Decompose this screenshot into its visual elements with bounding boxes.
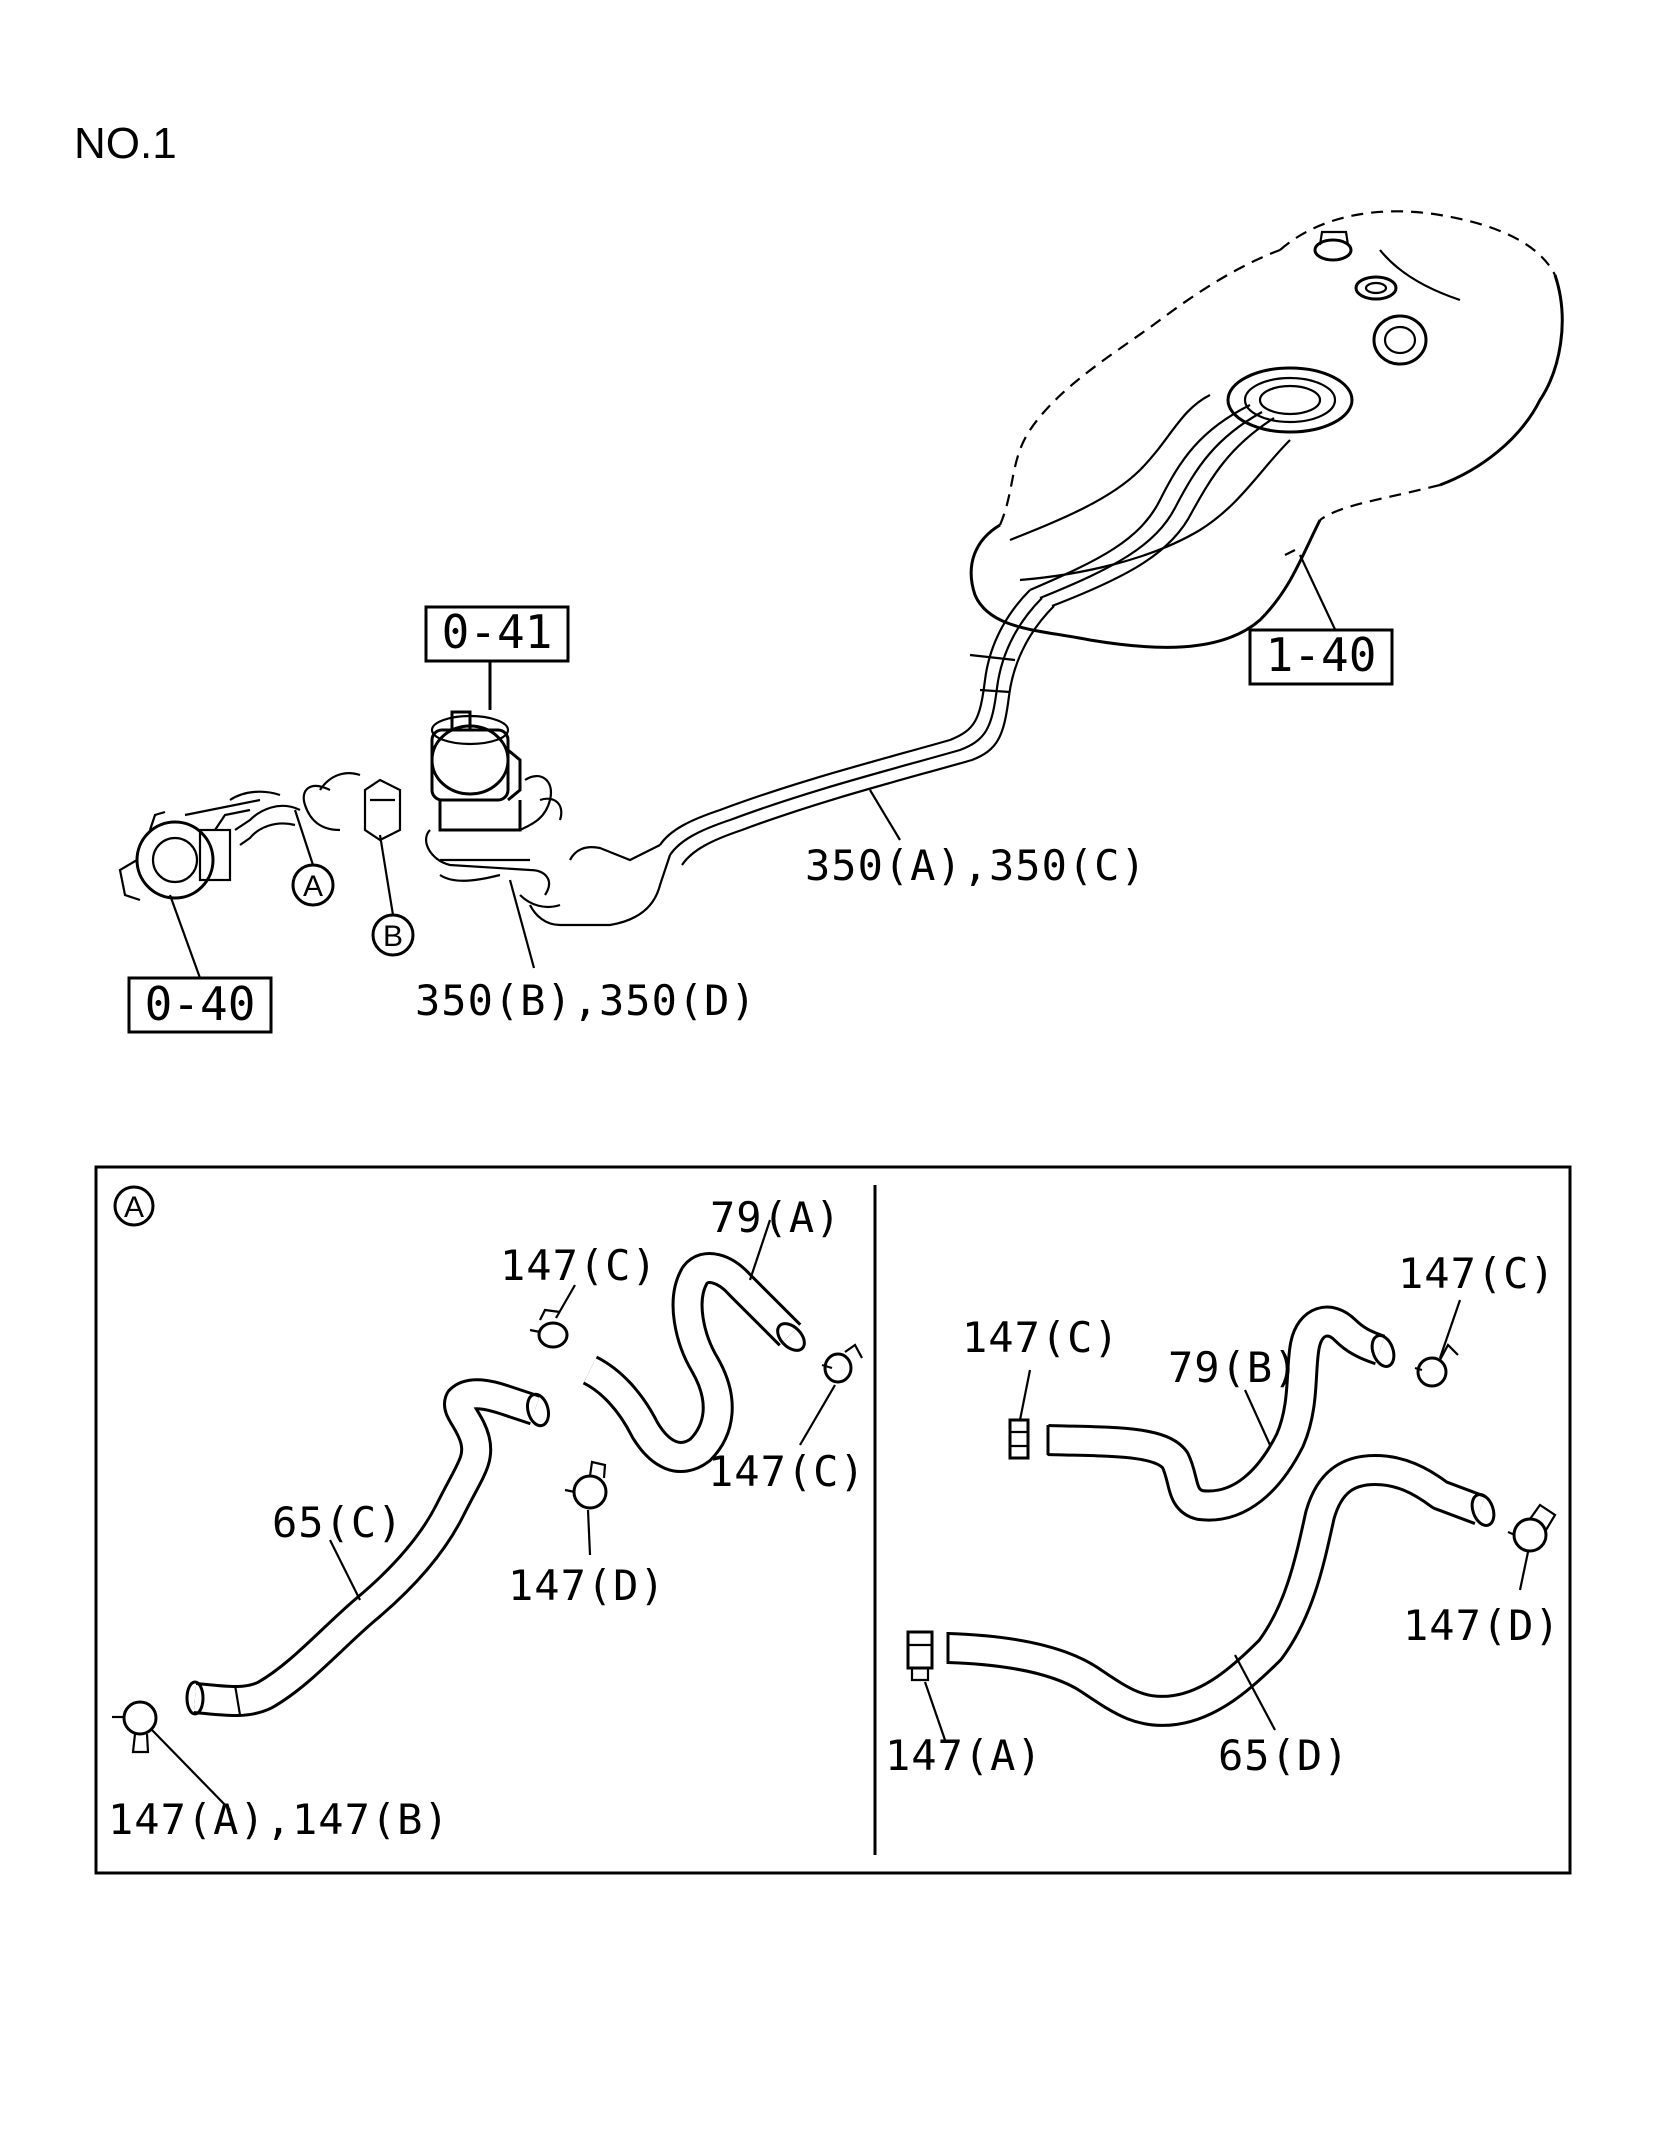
ref-0-41-text: 0-41	[442, 605, 553, 659]
leader-callout-a	[293, 809, 315, 866]
label-147c-top: 147(C)	[500, 1241, 658, 1290]
fuel-pipes-main	[529, 589, 1055, 927]
label-147c-right: 147(C)	[708, 1447, 866, 1496]
leader-147a-r	[923, 1681, 947, 1741]
label-65d: 65(D)	[1218, 1731, 1349, 1780]
leader-79b	[1243, 1389, 1272, 1446]
leader-350bd	[508, 879, 536, 969]
clip-147a-r	[906, 1630, 934, 1682]
leader-147c-top	[555, 1284, 576, 1319]
fuel-tank	[969, 210, 1564, 649]
leader-147ab	[151, 1729, 231, 1811]
leader-147c-right-r	[1438, 1299, 1462, 1359]
label-350bd: 350(B),350(D)	[415, 976, 757, 1025]
fuel-filter-assembly	[118, 640, 563, 909]
callout-a[interactable]: A	[291, 863, 335, 907]
label-147c-right-r: 147(C)	[1398, 1249, 1556, 1298]
hose-65c	[185, 1378, 551, 1718]
detail-marker-a: A	[113, 1185, 155, 1227]
clip-147c-left-r	[1008, 1418, 1030, 1460]
leader-147c-left-r	[1018, 1369, 1032, 1421]
label-350ac: 350(A),350(C)	[805, 841, 1147, 890]
clip-147d-right	[1507, 1503, 1557, 1553]
ref-box-0-41[interactable]: 0-41	[424, 605, 570, 663]
leader-79a	[748, 1219, 772, 1281]
ref-1-40-text: 1-40	[1266, 628, 1377, 682]
label-65c: 65(C)	[272, 1498, 403, 1547]
label-147d-left: 147(D)	[508, 1561, 666, 1610]
clip-147c-right-r	[1414, 1343, 1459, 1388]
ref-box-0-40[interactable]: 0-40	[127, 976, 273, 1034]
callout-a-text: A	[303, 870, 323, 903]
leader-147d-left	[586, 1509, 592, 1556]
leader-65c	[329, 1539, 361, 1601]
clip-147c-top	[529, 1308, 569, 1349]
page-label: NO.1	[74, 119, 177, 168]
leader-callout-b	[378, 834, 395, 916]
label-147d-right: 147(D)	[1403, 1601, 1561, 1650]
hose-79a	[582, 1252, 806, 1473]
leader-65d	[1234, 1654, 1276, 1731]
label-147c-left-r: 147(C)	[962, 1313, 1120, 1362]
callout-b[interactable]: B	[371, 913, 415, 957]
label-147a-r: 147(A)	[885, 1731, 1043, 1780]
hose-65d	[946, 1454, 1496, 1727]
detail-frame	[94, 1165, 1572, 1875]
hose-79b	[1046, 1305, 1396, 1522]
leader-147c-right	[799, 1384, 836, 1446]
detail-marker-a-text: A	[124, 1191, 144, 1224]
ref-box-1-40[interactable]: 1-40	[1248, 628, 1394, 686]
label-147ab: 147(A),147(B)	[108, 1795, 450, 1844]
clip-147d-left	[564, 1460, 608, 1510]
callout-b-text: B	[383, 920, 403, 953]
clip-147c-right	[821, 1343, 863, 1384]
label-79a: 79(A)	[710, 1193, 841, 1242]
ref-0-40-text: 0-40	[145, 977, 256, 1031]
leader-350ac	[869, 789, 901, 841]
clip-147ab	[112, 1700, 158, 1754]
leader-147d-right	[1518, 1551, 1530, 1591]
label-79b: 79(B)	[1168, 1343, 1299, 1392]
leader-0-40	[168, 894, 202, 979]
